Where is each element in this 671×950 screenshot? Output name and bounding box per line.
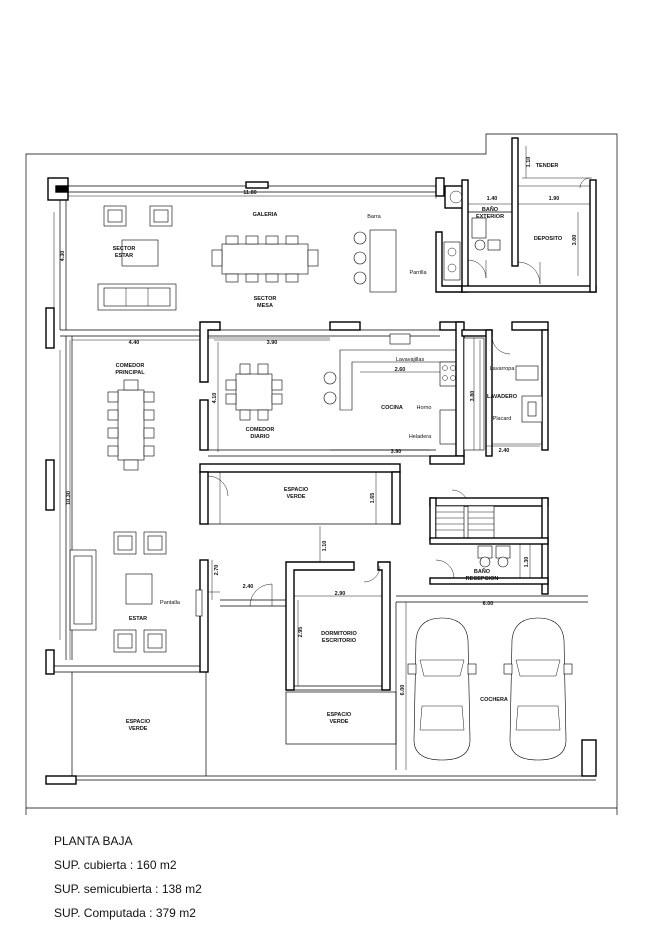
dim-2-60: 2.60 <box>395 367 406 373</box>
dim-4-30: 4.30 <box>60 251 66 262</box>
label-espacio-verde-3-a: ESPACIO <box>126 719 151 725</box>
comedor-principal-block <box>45 307 220 675</box>
comedor-diario-cocina <box>199 321 465 465</box>
label-lavarropa: Lavarropa <box>490 366 516 372</box>
label-horno: Horno <box>417 405 432 411</box>
label-parrilla: Parrilla <box>409 270 427 276</box>
label-sector-estar-1: SECTOR <box>113 246 136 252</box>
espacio-verde-1 <box>199 463 401 525</box>
label-lavavajillas: Lavavajillas <box>396 357 425 363</box>
dim-2-70: 2.70 <box>214 565 220 576</box>
dim-2-40-lavadero: 2.40 <box>499 448 510 454</box>
label-comedor-diario-1: COMEDOR <box>246 427 275 433</box>
label-espacio-verde-2-a: ESPACIO <box>327 712 352 718</box>
lavadero-block <box>461 321 549 457</box>
sup-semicubierta: SUP. semicubierta : 138 m2 <box>54 882 202 896</box>
label-bano-recepcion-1: BAÑO <box>474 568 491 575</box>
dim-1-10: 1.10 <box>322 541 328 552</box>
barra-parrilla <box>353 229 463 293</box>
dimension-lines <box>69 339 540 770</box>
dim-1-65: 1.65 <box>370 493 376 504</box>
label-sector-estar-2: ESTAR <box>115 253 133 259</box>
stair-bano-recepcion <box>429 489 549 595</box>
label-dormitorio-1: DORMITORIO <box>321 631 357 637</box>
dim-2-40: 2.40 <box>243 584 254 590</box>
dim-10-30: 10.30 <box>66 491 72 505</box>
dim-1-40: 1.40 <box>487 196 498 202</box>
sup-cubierta: SUP. cubierta : 160 m2 <box>54 858 177 872</box>
label-bano-exterior-1: BAÑO <box>482 206 499 213</box>
label-espacio-verde-1-b: VERDE <box>287 494 306 500</box>
label-comedor-diario-2: DIARIO <box>250 434 270 440</box>
dim-11-80: 11.80 <box>243 190 256 196</box>
sector-mesa-furniture <box>211 235 319 283</box>
dim-4-40: 4.40 <box>129 340 140 346</box>
dim-3-80: 3.80 <box>470 391 476 402</box>
label-sector-mesa-1: SECTOR <box>254 296 277 302</box>
sup-computada: SUP. Computada : 379 m2 <box>54 906 196 920</box>
site-boundary <box>25 133 618 815</box>
label-galeria: GALERIA <box>253 212 278 218</box>
dim-1-10-tender: 1.10 <box>526 157 532 168</box>
dim-2-90: 2.90 <box>335 591 346 597</box>
label-espacio-verde-2-b: VERDE <box>330 719 349 725</box>
label-cocina: COCINA <box>381 405 403 411</box>
dim-4-10: 4.10 <box>212 393 218 404</box>
label-lavadero: LAVADERO <box>487 394 518 400</box>
label-espacio-verde-3-b: VERDE <box>129 726 148 732</box>
dim-1-90: 1.90 <box>549 196 560 202</box>
dim-3-90-top: 3.90 <box>267 340 278 346</box>
label-dormitorio-2: ESCRITORIO <box>322 638 357 644</box>
label-tender: TENDER <box>536 163 559 169</box>
label-comedor-principal-2: PRINCIPAL <box>115 370 145 376</box>
dormitorio-escritorio <box>220 561 391 691</box>
dim-3-90-bottom: 3.90 <box>391 449 402 455</box>
plan-title: PLANTA BAJA <box>54 834 133 848</box>
label-bano-exterior-2: EXTERIOR <box>476 214 504 220</box>
espacio-verde-2 <box>285 691 397 745</box>
bano-exterior-deposito <box>461 137 597 293</box>
label-cochera: COCHERA <box>480 697 508 703</box>
dim-6-00-h: 6.00 <box>483 601 494 607</box>
sector-estar-furniture <box>97 205 177 311</box>
espacio-verde-3 <box>71 672 207 776</box>
cochera <box>45 595 597 785</box>
label-heladera: Heladera <box>409 434 432 440</box>
car-left <box>407 617 477 761</box>
dim-1-30: 1.30 <box>524 557 530 568</box>
label-espacio-verde-1-a: ESPACIO <box>284 487 309 493</box>
label-deposito: DEPOSITO <box>534 236 563 242</box>
label-sector-mesa-2: MESA <box>257 303 273 309</box>
label-bano-recepcion-2: RECEPCION <box>466 576 499 582</box>
dim-3-00: 3.00 <box>572 235 578 246</box>
dim-2-95: 2.95 <box>298 627 304 638</box>
label-estar: ESTAR <box>129 616 147 622</box>
car-right <box>503 617 573 761</box>
label-barra: Barra <box>367 214 381 220</box>
label-comedor-principal-1: COMEDOR <box>116 363 145 369</box>
label-placard: Placard <box>493 416 512 422</box>
dim-6-00-v: 6.00 <box>400 685 406 696</box>
label-pantalla: Pantalla <box>160 600 181 606</box>
